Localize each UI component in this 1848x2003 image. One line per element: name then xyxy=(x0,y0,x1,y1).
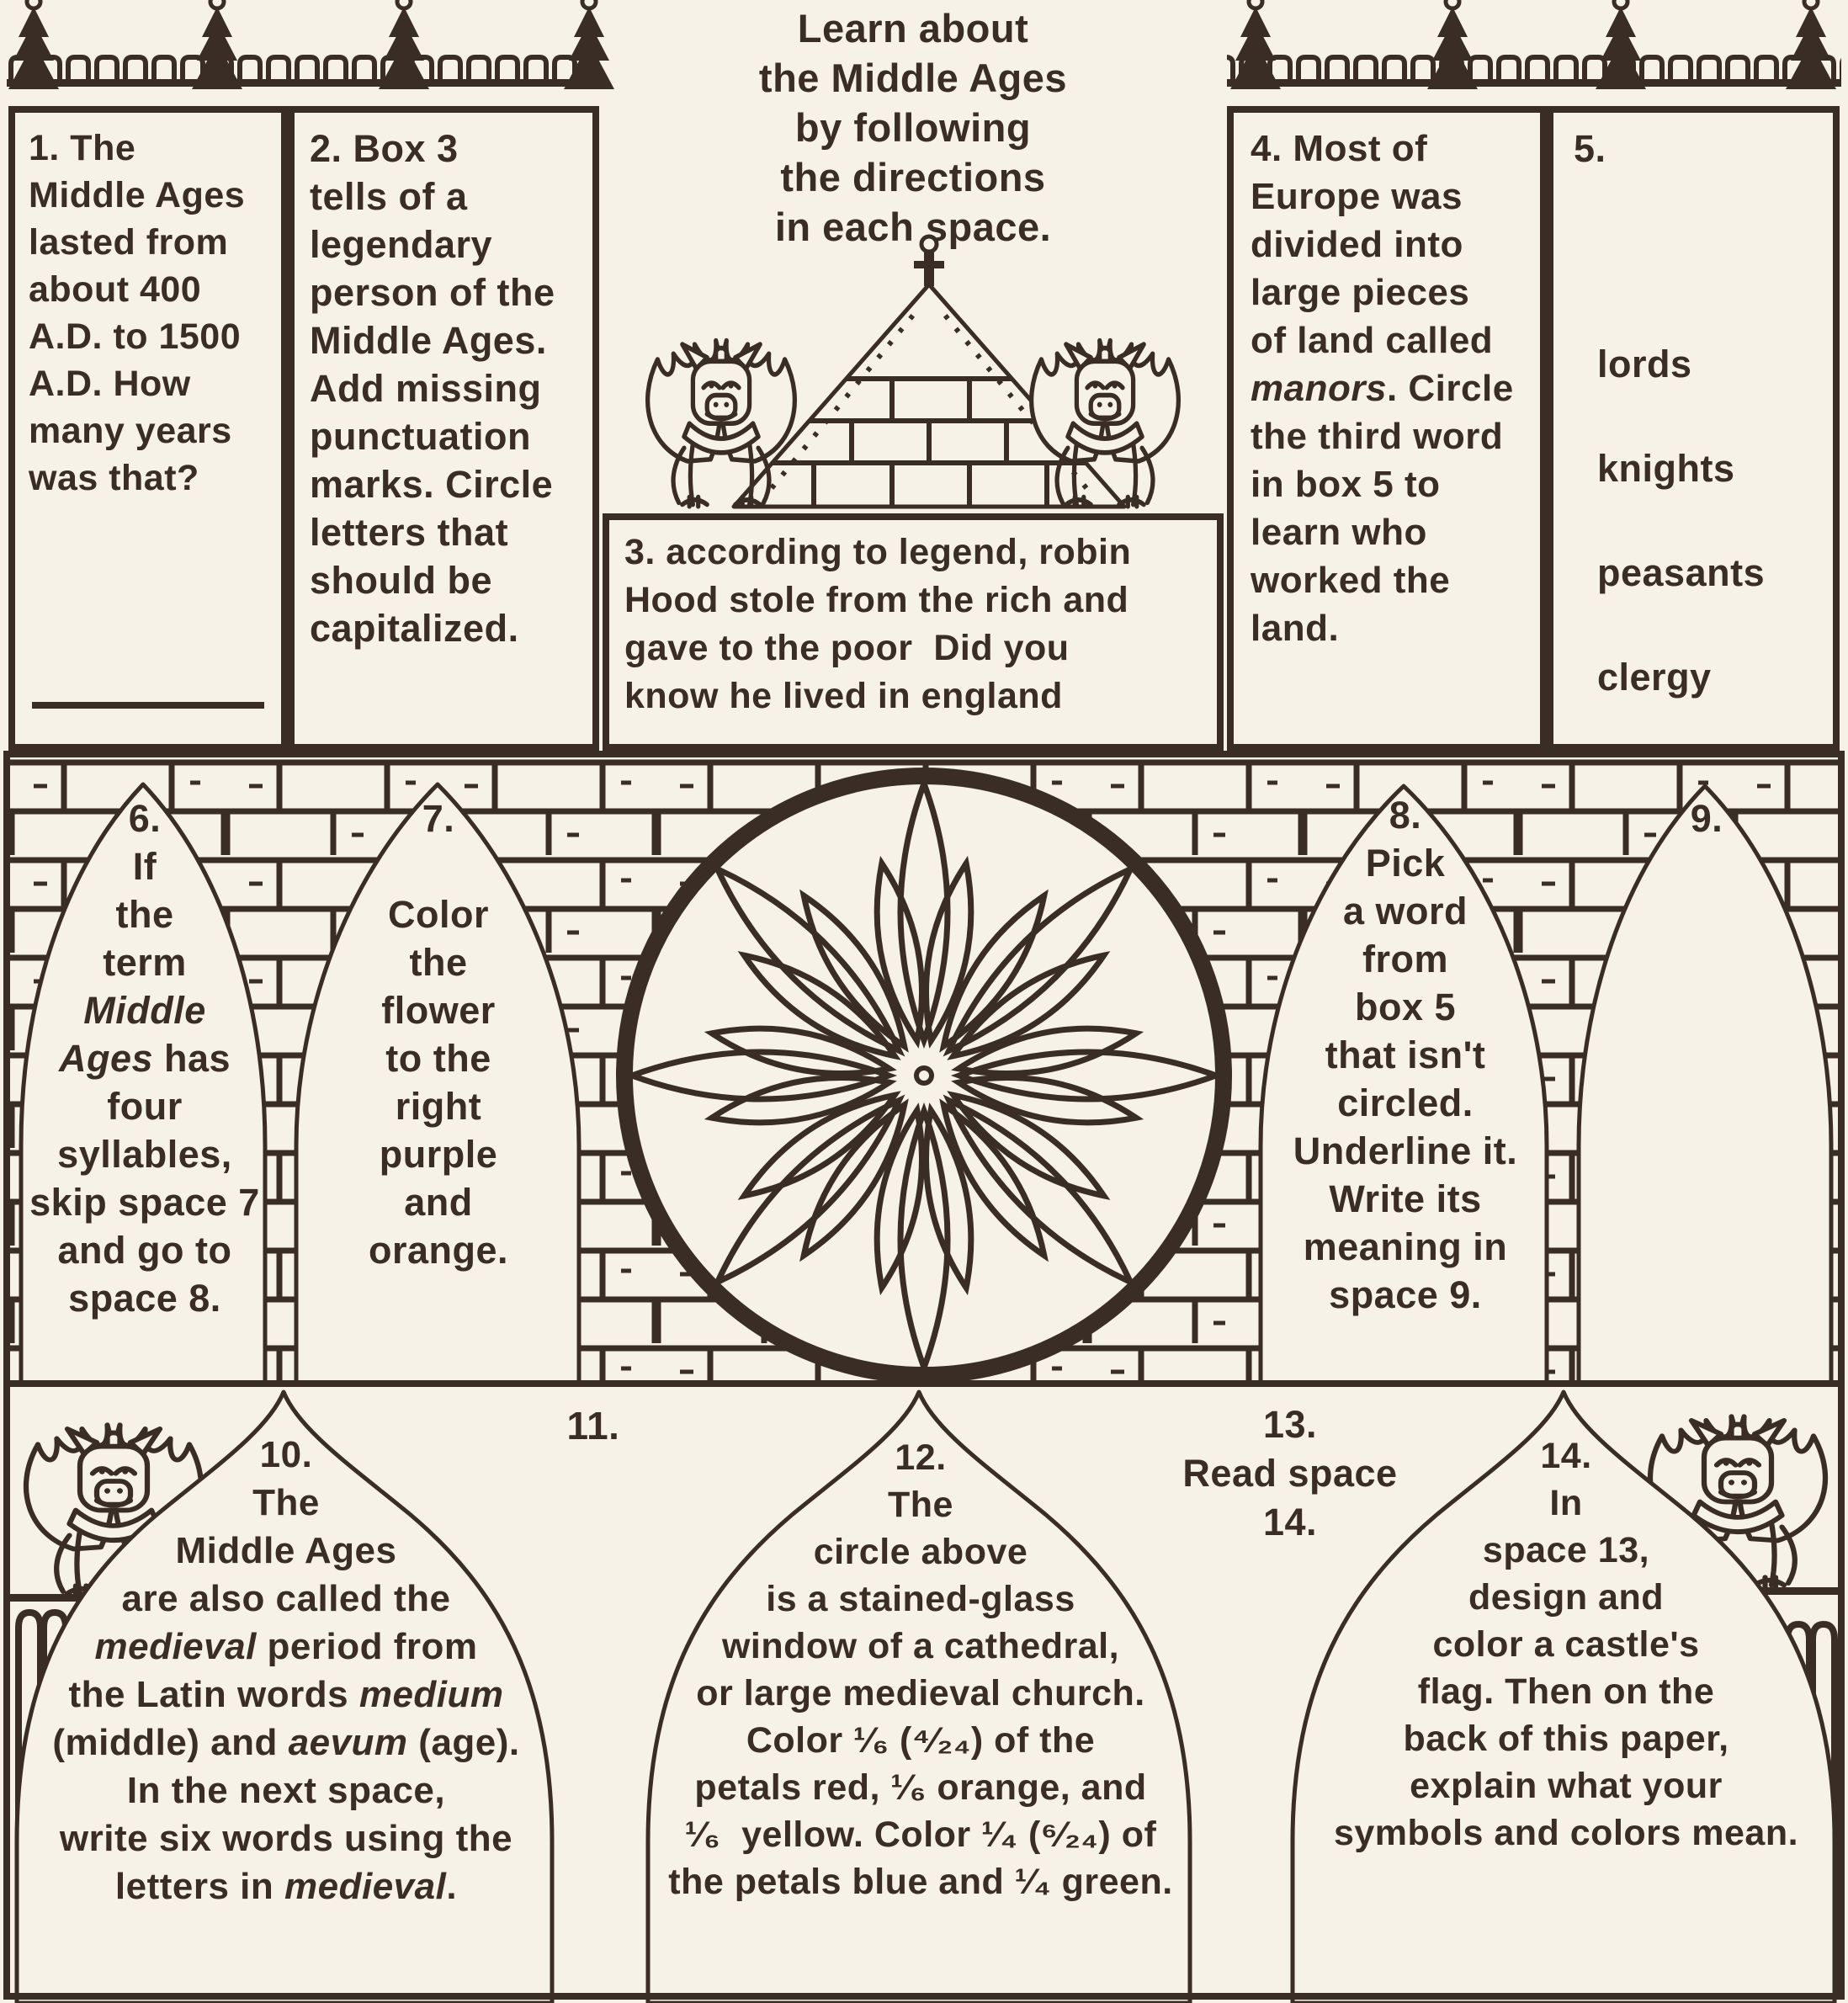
arch-10 xyxy=(14,1389,555,2003)
spire-icon xyxy=(1786,0,1836,89)
answer-line xyxy=(32,702,264,709)
space-9-label: 9. xyxy=(1690,797,1723,840)
finial-icon xyxy=(914,234,944,286)
arch-9 xyxy=(1576,784,1834,1386)
spire-icon xyxy=(1230,0,1281,89)
box-2: 2. Box 3 tells of a legendary person of … xyxy=(288,106,599,751)
cathedral-wall xyxy=(3,751,1845,1387)
box-1-text: 1. The Middle Ages lasted from about 400… xyxy=(29,128,246,498)
space-12-text: 12. The circle above is a stained-glass … xyxy=(668,1437,1173,1902)
arch-6 xyxy=(19,782,268,1386)
box-2-text: 2. Box 3 tells of a legendary person of … xyxy=(310,127,555,650)
space-14-text: 14. In space 13, design and color a cast… xyxy=(1333,1436,1799,1853)
space-10-text: 10. The Middle Ages are also called the … xyxy=(52,1434,520,1907)
box-1: 1. The Middle Ages lasted from about 400… xyxy=(8,106,288,751)
space-11-label: 11. xyxy=(566,1404,620,1448)
space-8-text: 8. Pick a word from box 5 that isn't cir… xyxy=(1293,794,1518,1316)
box-3-text: 3. according to legend, robin Hood stole… xyxy=(624,532,1132,716)
space-7-text: 7. Color the flower to the right purple … xyxy=(368,797,509,1272)
box-4: 4. Most of Europe was divided into large… xyxy=(1227,106,1547,751)
battlement-border xyxy=(0,0,1841,111)
bottom-arcade xyxy=(3,1387,1845,2003)
box-5-number: 5. xyxy=(1574,127,1606,170)
space-13-label: 13. Read space 14. xyxy=(1182,1403,1398,1543)
box-5-word-list: lords knights peasants clergy xyxy=(1597,343,1766,699)
box-5: 5. lords knights peasants clergy xyxy=(1547,106,1840,751)
spire-icon xyxy=(1427,0,1478,89)
rose-window-petals xyxy=(623,774,1225,1377)
arch-14 xyxy=(1290,1389,1837,2003)
arch-8 xyxy=(1258,784,1549,1386)
page-title: Learn about the Middle Ages by following… xyxy=(758,6,1068,249)
arch-7 xyxy=(294,782,581,1386)
spire-icon xyxy=(379,0,429,89)
arch-12 xyxy=(645,1389,1192,2003)
box-3: 3. according to legend, robin Hood stole… xyxy=(603,513,1224,751)
spire-icon xyxy=(8,0,59,89)
box-4-text: 4. Most of Europe was divided into large… xyxy=(1251,128,1514,649)
gable-pediment xyxy=(731,282,1127,509)
gable-illustration xyxy=(599,234,1227,515)
space-6-text: 6. If the term Middle Ages has four syll… xyxy=(29,797,260,1320)
spire-icon xyxy=(192,0,242,89)
spire-icon xyxy=(1596,0,1646,89)
